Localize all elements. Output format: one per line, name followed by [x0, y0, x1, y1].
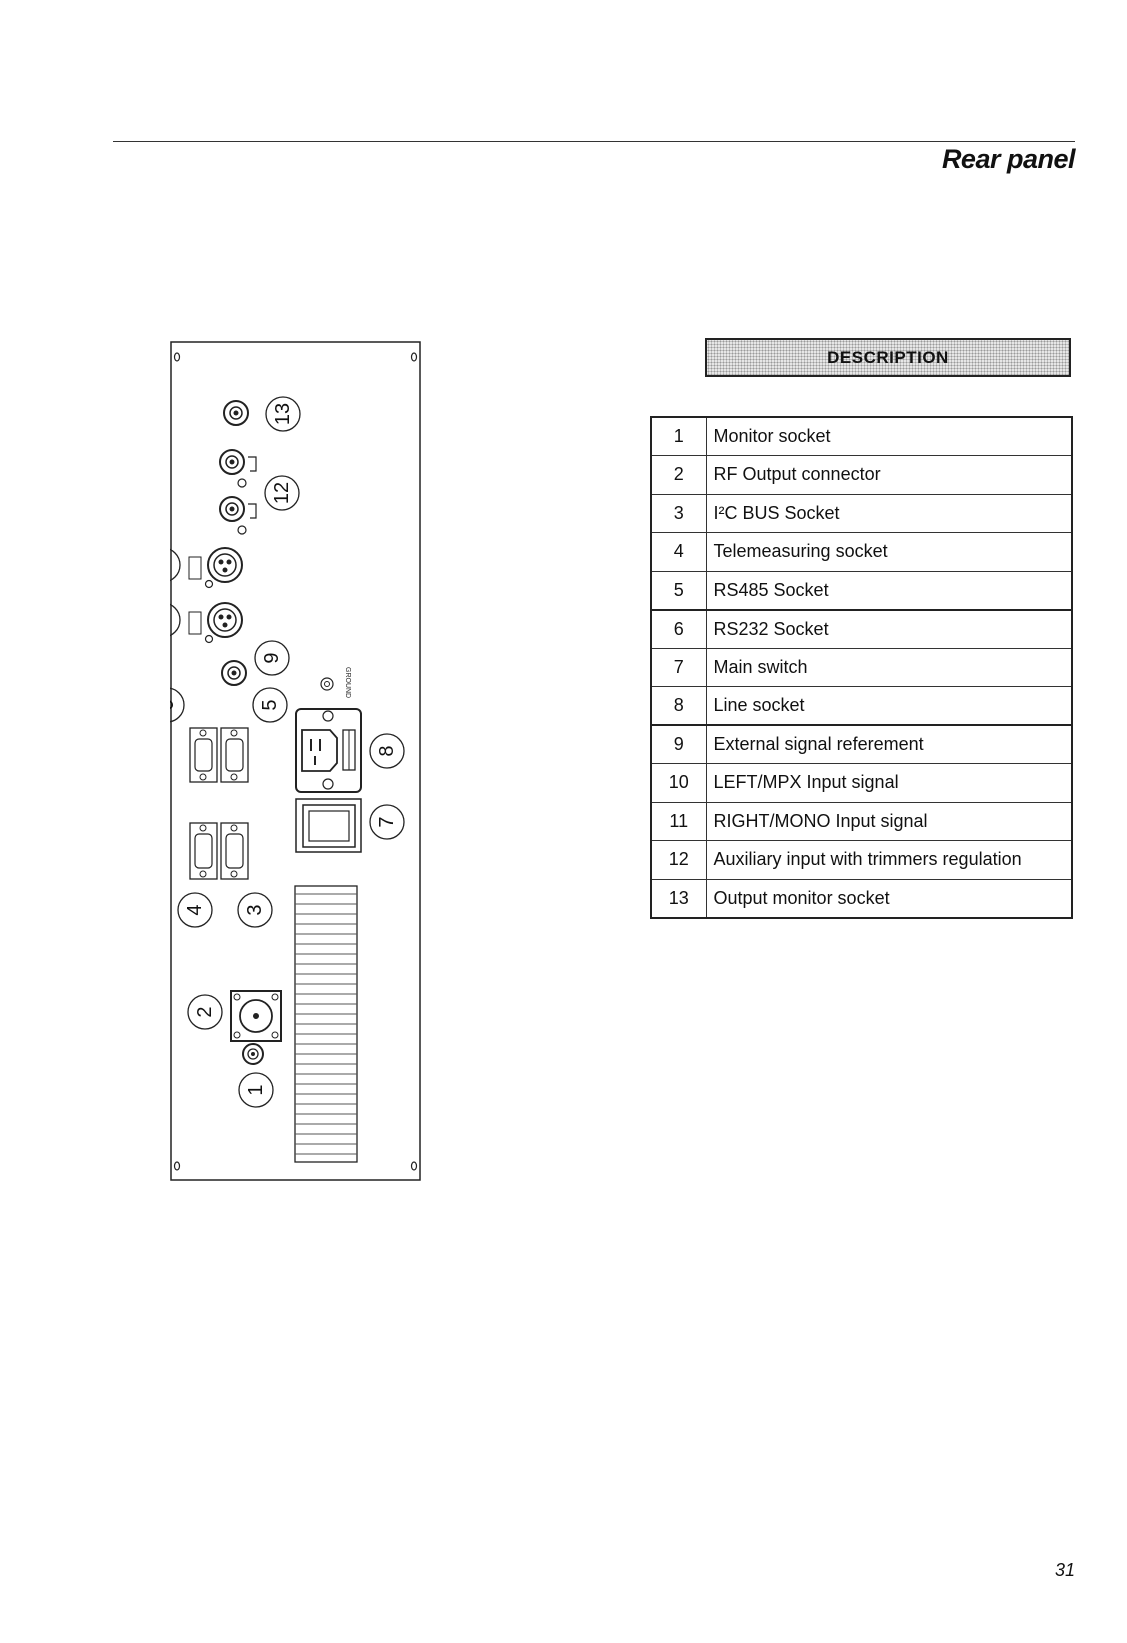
row-description: Telemeasuring socket — [706, 532, 1072, 572]
row-description: I²C BUS Socket — [706, 494, 1072, 533]
callout-9: 9 — [254, 640, 290, 676]
svg-text:13: 13 — [272, 403, 294, 425]
svg-text:11: 11 — [170, 555, 174, 576]
svg-text:10: 10 — [170, 609, 174, 631]
row-description: RS485 Socket — [706, 571, 1072, 611]
main-switch-7 — [295, 798, 362, 853]
row-number: 8 — [651, 686, 707, 726]
svg-text:4: 4 — [184, 904, 206, 915]
bnc-socket-12a — [219, 449, 257, 488]
callout-8: 8 — [369, 733, 405, 769]
row-number: 7 — [651, 648, 707, 687]
row-description: RIGHT/MONO Input signal — [706, 802, 1072, 841]
row-number: 11 — [651, 802, 707, 841]
svg-text:3: 3 — [244, 904, 266, 915]
callout-12: 12 — [264, 475, 300, 511]
dsub-socket-3 — [220, 822, 249, 880]
row-description: Output monitor socket — [706, 879, 1072, 918]
page-title: Rear panel — [941, 144, 1076, 174]
row-number: 2 — [651, 455, 707, 495]
corner-screws — [173, 352, 418, 1171]
ground-label: GROUND — [344, 667, 351, 698]
bnc-socket-13 — [223, 400, 249, 426]
row-description: Auxiliary input with trimmers regulation — [706, 840, 1072, 880]
xlr-socket-10 — [188, 602, 243, 644]
row-number: 12 — [651, 840, 707, 880]
row-number: 6 — [651, 609, 707, 649]
svg-text:9: 9 — [261, 652, 283, 663]
callout-13: 13 — [265, 396, 301, 432]
rear-panel-drawing: GROUND — [170, 341, 421, 1181]
dsub-socket-5 — [220, 727, 249, 783]
svg-text:7: 7 — [376, 816, 398, 827]
row-description: Line socket — [706, 686, 1072, 726]
header-rule — [113, 141, 1075, 142]
svg-text:8: 8 — [376, 745, 398, 756]
dsub-socket-4 — [189, 822, 218, 880]
svg-text:12: 12 — [271, 482, 293, 504]
callout-5: 5 — [252, 687, 288, 723]
row-description: Monitor socket — [706, 417, 1072, 456]
row-description: RS232 Socket — [706, 609, 1072, 649]
ground-terminal: GROUND — [320, 667, 351, 698]
heatsink — [294, 885, 358, 1163]
row-number: 5 — [651, 571, 707, 611]
callout-10: 10 — [170, 603, 181, 637]
callout-11: 11 — [170, 548, 181, 582]
description-heading: DESCRIPTION — [705, 338, 1071, 377]
callout-2: 2 — [187, 994, 223, 1030]
callout-1: 1 — [238, 1072, 274, 1108]
row-number: 10 — [651, 763, 707, 803]
callout-6: 6 — [170, 687, 185, 723]
svg-text:2: 2 — [194, 1006, 216, 1017]
row-number: 1 — [651, 417, 707, 456]
bnc-socket-12b — [219, 496, 257, 535]
callout-4: 4 — [177, 892, 213, 928]
callout-7: 7 — [369, 804, 405, 840]
xlr-socket-11 — [188, 547, 243, 589]
svg-text:1: 1 — [245, 1084, 267, 1095]
svg-text:6: 6 — [170, 699, 178, 710]
row-number: 3 — [651, 494, 707, 533]
dsub-socket-6 — [189, 727, 218, 783]
row-number: 4 — [651, 532, 707, 572]
svg-text:5: 5 — [259, 699, 281, 710]
row-description: RF Output connector — [706, 455, 1072, 495]
row-description: LEFT/MPX Input signal — [706, 763, 1072, 803]
row-number: 9 — [651, 725, 707, 764]
bnc-socket-9 — [221, 660, 247, 686]
row-description: Main switch — [706, 648, 1072, 687]
monitor-socket-1 — [242, 1043, 264, 1065]
callout-3: 3 — [237, 892, 273, 928]
line-socket-8 — [295, 708, 362, 793]
page-number: 31 — [1054, 1560, 1075, 1580]
description-heading-label: DESCRIPTION — [827, 347, 949, 367]
row-number: 13 — [651, 879, 707, 918]
rf-output-connector-2 — [230, 990, 282, 1042]
row-description: External signal referement — [706, 725, 1072, 764]
